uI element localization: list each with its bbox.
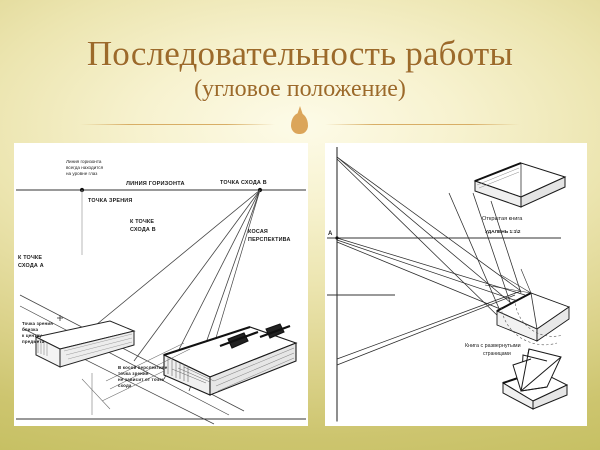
label-note-bottom-2: точка зрения — [118, 371, 149, 376]
label-note-bottom-1: В косой перспективе — [118, 365, 168, 370]
label-to-vp-b-line1: К ТОЧКЕ — [130, 219, 154, 225]
label-spread-book-2: страницами — [483, 351, 511, 357]
label-oblique-line2: ПЕРСПЕКТИВА — [248, 237, 291, 243]
right-figure-svg: A Открытая книга УДАЛЕНЬ 1:1\2 — [325, 143, 587, 426]
label-note-left-1: Точка зрения — [22, 321, 53, 326]
label-view-point: ТОЧКА ЗРЕНИЯ — [88, 198, 132, 204]
label-horizon-line: ЛИНИЯ ГОРИЗОНТА — [126, 181, 185, 187]
label-note-bottom-4: схода — [118, 383, 132, 388]
label-note-left-2: близка — [22, 327, 38, 332]
title-divider-right — [325, 124, 520, 125]
left-figure-svg: Линия горизонта всегда находится на уров… — [14, 143, 308, 426]
left-figure-panel: Линия горизонта всегда находится на уров… — [14, 143, 308, 426]
label-open-book: Открытая книга — [482, 216, 523, 222]
bullet-ornament-icon — [291, 106, 308, 134]
label-spread-book-1: Книга с развернутыми — [465, 343, 521, 349]
title-block: Последовательность работы (угловое полож… — [0, 34, 600, 103]
right-figure-panel: A Открытая книга УДАЛЕНЬ 1:1\2 — [325, 143, 587, 426]
label-scale: УДАЛЕНЬ 1:1\2 — [485, 229, 521, 235]
label-oblique-line1: КОСАЯ — [248, 229, 268, 235]
label-to-vp-b-line2: СХОДА В — [130, 227, 156, 233]
label-to-vp-a-line1: К ТОЧКЕ — [18, 255, 42, 261]
label-note-left-4: предмета — [22, 339, 45, 344]
label-note-left-3: к центру — [22, 333, 42, 338]
title-divider-left — [80, 124, 275, 125]
label-vanishing-point-b: ТОЧКА СХОДА В — [220, 180, 267, 186]
page-subtitle: (угловое положение) — [194, 76, 406, 102]
label-note-bottom-3: не зависит от точек — [118, 377, 165, 382]
label-horizon-note-2: всегда находится — [66, 165, 104, 170]
label-horizon-note-3: на уровне глаз — [66, 171, 97, 176]
label-to-vp-a-line2: СХОДА А — [18, 263, 44, 269]
label-point-a: A — [328, 231, 333, 237]
label-horizon-note-1: Линия горизонта — [66, 159, 102, 164]
page-title: Последовательность работы — [86, 34, 514, 73]
